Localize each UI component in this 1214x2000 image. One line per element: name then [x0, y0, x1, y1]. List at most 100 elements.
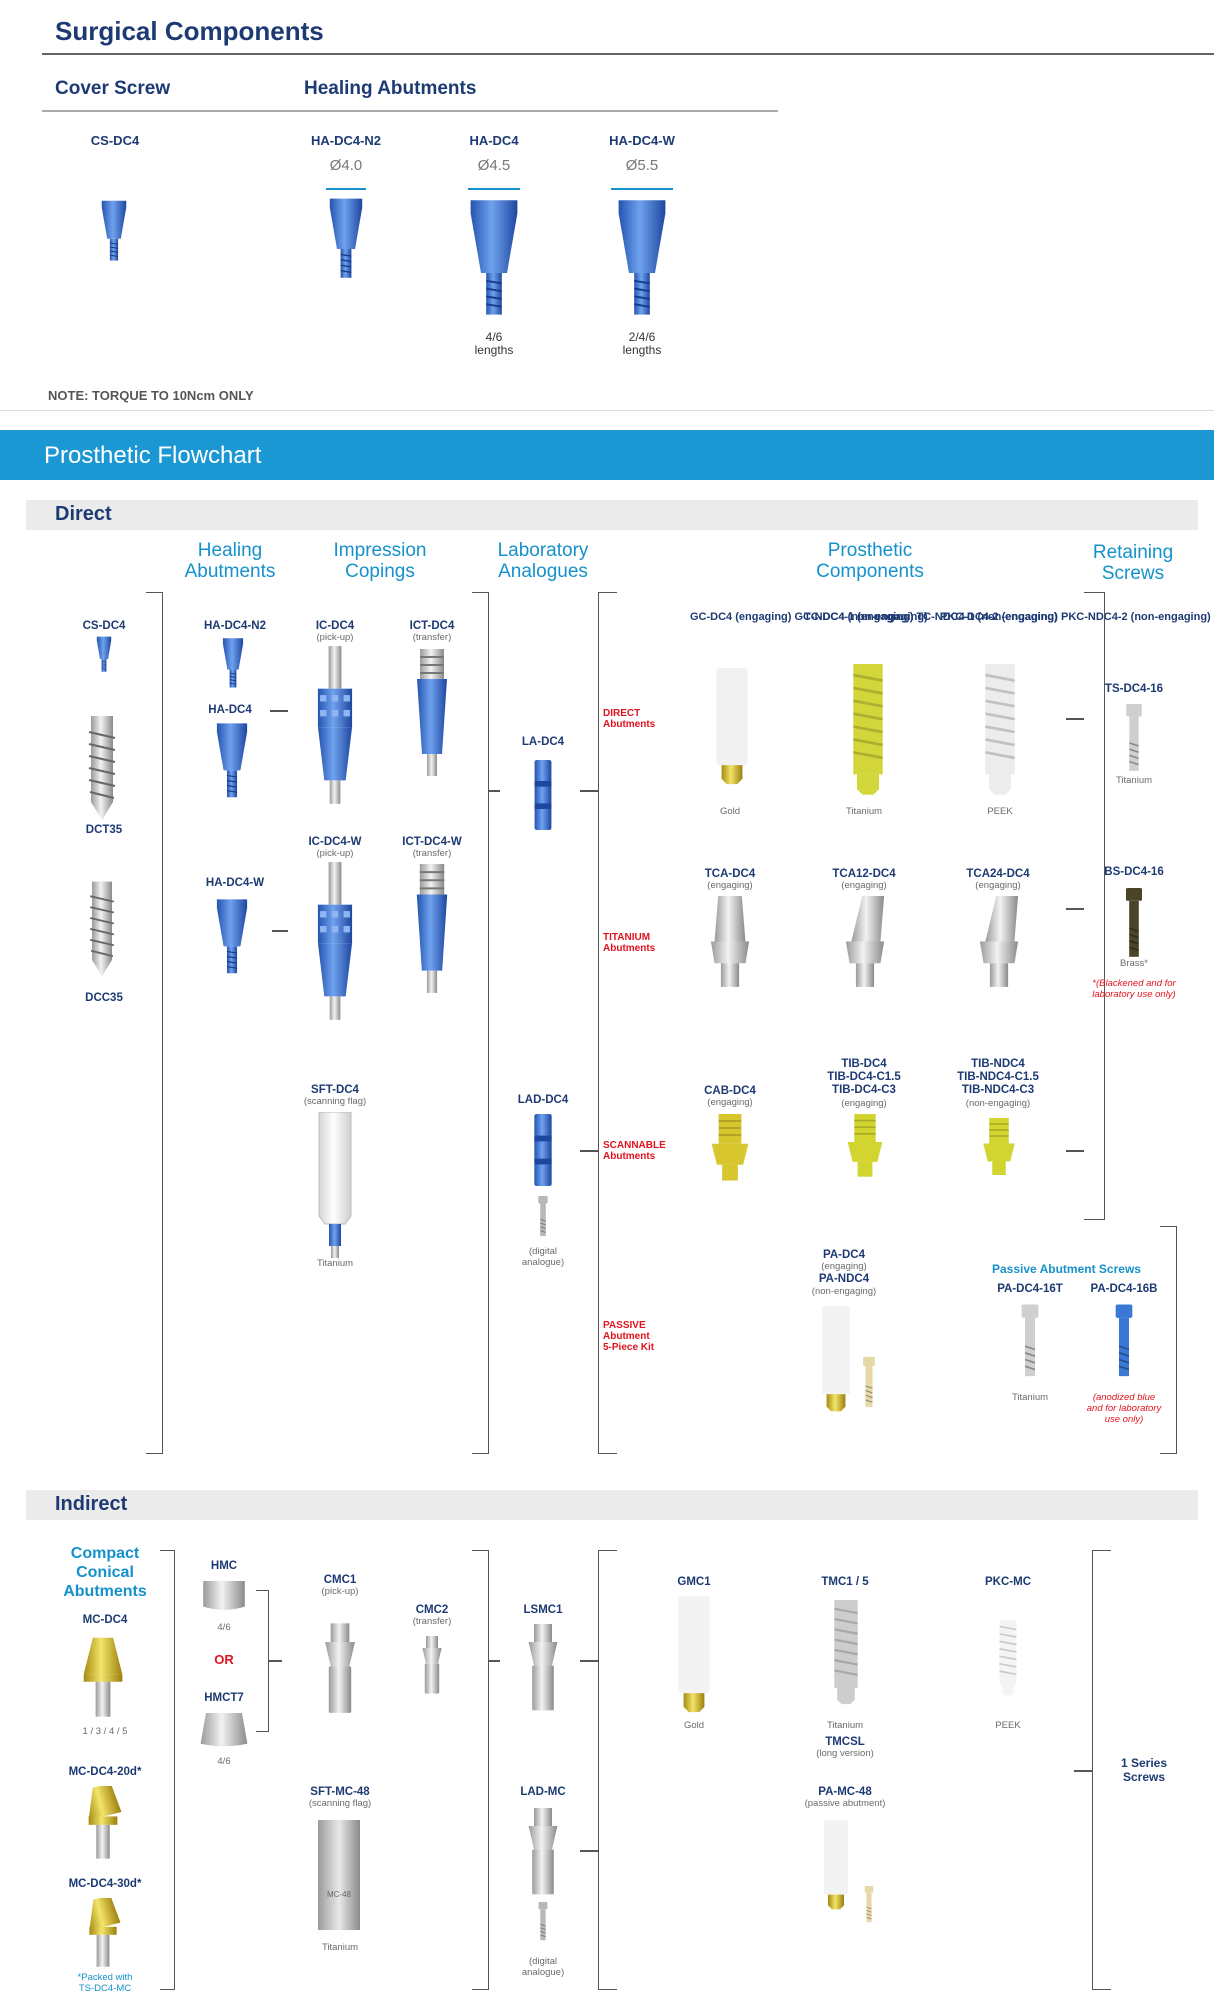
la-dc4-code: LA-DC4 [521, 736, 565, 748]
cover-screw-image [100, 198, 128, 266]
bracket-implants [146, 592, 163, 1454]
lad-dc4-code: LAD-DC4 [517, 1094, 569, 1106]
implant-cs-image [94, 635, 114, 675]
indirect-bar [26, 1490, 1198, 1520]
pa-16t-image [1020, 1302, 1040, 1382]
ladmc-code: LAD-MC [520, 1786, 566, 1798]
sft-dc4-image [314, 1112, 356, 1262]
ict-dc4-image [412, 648, 452, 780]
lad-screw-image [536, 1196, 550, 1238]
gmc1-image [674, 1596, 714, 1726]
cat-direct: DIRECT Abutments [603, 708, 656, 730]
bs-material: Brass* [1120, 958, 1148, 969]
cmc2-code: CMC2 [415, 1604, 449, 1616]
sft-dc4-material: Titanium [316, 1258, 354, 1269]
bracket-indirect-lab [598, 1550, 617, 1990]
pamc-code: PA-MC-48 [818, 1786, 872, 1798]
bs-code: BS-DC4-16 [1104, 866, 1164, 878]
page-title: Surgical Components [55, 16, 324, 46]
or-label: OR [214, 1652, 234, 1667]
ic-dc4-sub: (pick-up) [316, 632, 354, 643]
cmc1-image [318, 1600, 362, 1740]
cover-screw-heading: Cover Screw [55, 78, 171, 99]
tca24-code: TCA24-DC4 [966, 868, 1030, 880]
implant-dcc35-code: DCC35 [85, 992, 123, 1004]
tca-sub: (engaging) [707, 880, 753, 891]
tib-n-image [978, 1118, 1020, 1178]
tib-n-sub: (non-engaging) [965, 1098, 1031, 1109]
tmcsl-code: TMCSL [825, 1736, 865, 1748]
pa-16t-code: PA-DC4-16T [997, 1283, 1063, 1295]
direct-ha-w-code: HA-DC4-W [205, 877, 265, 889]
screw-tick-2 [1066, 908, 1084, 910]
ha-dc4-dim-line [468, 188, 520, 190]
bracket-indirect-lab-tick [580, 1660, 598, 1662]
tib-code: TIB-DC4 TIB-DC4-C1.5 TIB-DC4-C3 [827, 1058, 901, 1096]
ts-material: Titanium [1115, 775, 1153, 786]
pkc-mc-material: PEEK [995, 1720, 1021, 1731]
bracket-compact [160, 1550, 175, 1990]
cat-passive: PASSIVE Abutment 5-Piece Kit [603, 1320, 655, 1353]
bracket-series [1092, 1550, 1111, 1990]
implant-dct35-code: DCT35 [85, 824, 123, 836]
ic-dc4w-code: IC-DC4-W [308, 836, 362, 848]
ladmc-screw-image [536, 1902, 550, 1942]
sft-dc4-code: SFT-DC4 [311, 1084, 359, 1096]
ha-n2-image [325, 195, 367, 285]
lsmc1-code: LSMC1 [523, 1604, 563, 1616]
tc-image [848, 664, 888, 802]
pa-16t-material: Titanium [1011, 1392, 1049, 1403]
ic-dc4-code: IC-DC4 [315, 620, 355, 632]
cmc2-sub: (transfer) [412, 1616, 452, 1627]
bracket-indirect-impression [472, 1550, 489, 1990]
hmc-code: HMC [210, 1560, 238, 1572]
tca24-image [974, 896, 1024, 996]
tib-n-code: TIB-NDC4 TIB-NDC4-C1.5 TIB-NDC4-C3 [957, 1058, 1039, 1096]
gc-code: GC-DC4 (engaging) GC-NDC4 (non-engaging) [690, 611, 928, 623]
compact-heading: Compact Conical Abutments [63, 1545, 147, 1600]
gc-material: Gold [719, 806, 741, 817]
pa-sub1: (engaging) [821, 1261, 867, 1272]
hmct7-length: 4/6 [217, 1756, 231, 1767]
pa2-code: PA-NDC4 [818, 1273, 870, 1285]
sftmc-image [318, 1820, 360, 1930]
lad-dc4-image [531, 1114, 555, 1186]
tca24-sub: (engaging) [975, 880, 1021, 891]
direct-ha-dc4-image [212, 720, 252, 804]
direct-ha-w-image [208, 896, 256, 980]
col-lab: Laboratory Analogues [497, 540, 589, 582]
bracket-series-tick [1074, 1770, 1092, 1772]
pa-16b-code: PA-DC4-16B [1090, 1283, 1158, 1295]
ha-dc4-image [465, 195, 523, 325]
bracket-impression [472, 592, 489, 1454]
direct-ha-n2-image [216, 636, 250, 692]
cover-screw-code: CS-DC4 [90, 133, 140, 148]
pa-16b-image [1114, 1302, 1134, 1382]
lad-dc4-sub: (digital analogue) [521, 1246, 565, 1268]
pkc-code: PKC-DC4-2 (engaging) PKC-NDC4-2 (non-eng… [940, 611, 1211, 623]
bracket-impression-tick [488, 790, 500, 792]
ha-n2-diameter: Ø4.0 [329, 157, 363, 174]
tmc-material: Titanium [826, 1720, 864, 1731]
sftmc-engrave: MC-48 [326, 1890, 351, 1899]
mc-lengths: 1 / 3 / 4 / 5 [82, 1726, 128, 1737]
ict-dc4w-sub: (transfer) [412, 848, 452, 859]
hmc-image [200, 1580, 248, 1614]
pkc-image [980, 664, 1020, 802]
ha-dc4-diameter: Ø4.5 [477, 157, 511, 174]
sftmc-material: Titanium [321, 1942, 359, 1953]
ict-dc4-code: ICT-DC4 [409, 620, 455, 632]
bracket-lab-tick-2 [580, 1150, 598, 1152]
bracket-passive-screws [1160, 1226, 1177, 1454]
ic-dc4w-image [311, 862, 359, 1022]
ha-w-code: HA-DC4-W [609, 133, 675, 148]
pkc-mc-image [988, 1620, 1028, 1700]
tca12-sub: (engaging) [841, 880, 887, 891]
implant-dcc35-image [84, 878, 120, 978]
passive-screws-title: Passive Abutment Screws [992, 1262, 1141, 1276]
bracket-indirect-lab-tick-2 [580, 1850, 598, 1852]
direct-ha-n2-code: HA-DC4-N2 [204, 620, 266, 632]
cab-sub: (engaging) [707, 1097, 753, 1108]
ha-w-lengths: 2/4/6 lengths [622, 330, 662, 357]
cat-titanium: TITANIUM Abutments [603, 932, 656, 954]
